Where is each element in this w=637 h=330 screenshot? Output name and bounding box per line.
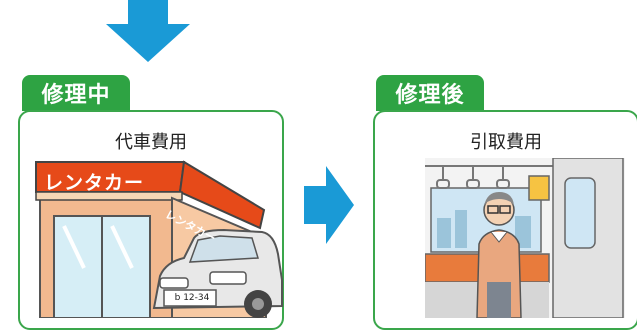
rental-car-shop-illustration bbox=[34, 158, 284, 318]
down-arrow-icon bbox=[106, 0, 190, 64]
pickup-cost-card: 引取費用 bbox=[373, 110, 637, 330]
tab-during-repair: 修理中 bbox=[22, 75, 130, 111]
tab-label: 修理中 bbox=[41, 83, 111, 108]
card-title: 代車費用 bbox=[115, 132, 187, 153]
card-title: 引取費用 bbox=[470, 132, 542, 153]
shop-sign: レンタカー bbox=[44, 172, 145, 194]
train-passenger-illustration bbox=[425, 158, 625, 318]
right-arrow-icon bbox=[304, 166, 354, 244]
license-plate: b 12-34 bbox=[174, 293, 210, 303]
tab-label: 修理後 bbox=[395, 83, 465, 108]
rental-car-cost-card: 代車費用 レンタカー レンタカー b 12-34 bbox=[18, 110, 284, 330]
tab-after-repair: 修理後 bbox=[376, 75, 484, 111]
